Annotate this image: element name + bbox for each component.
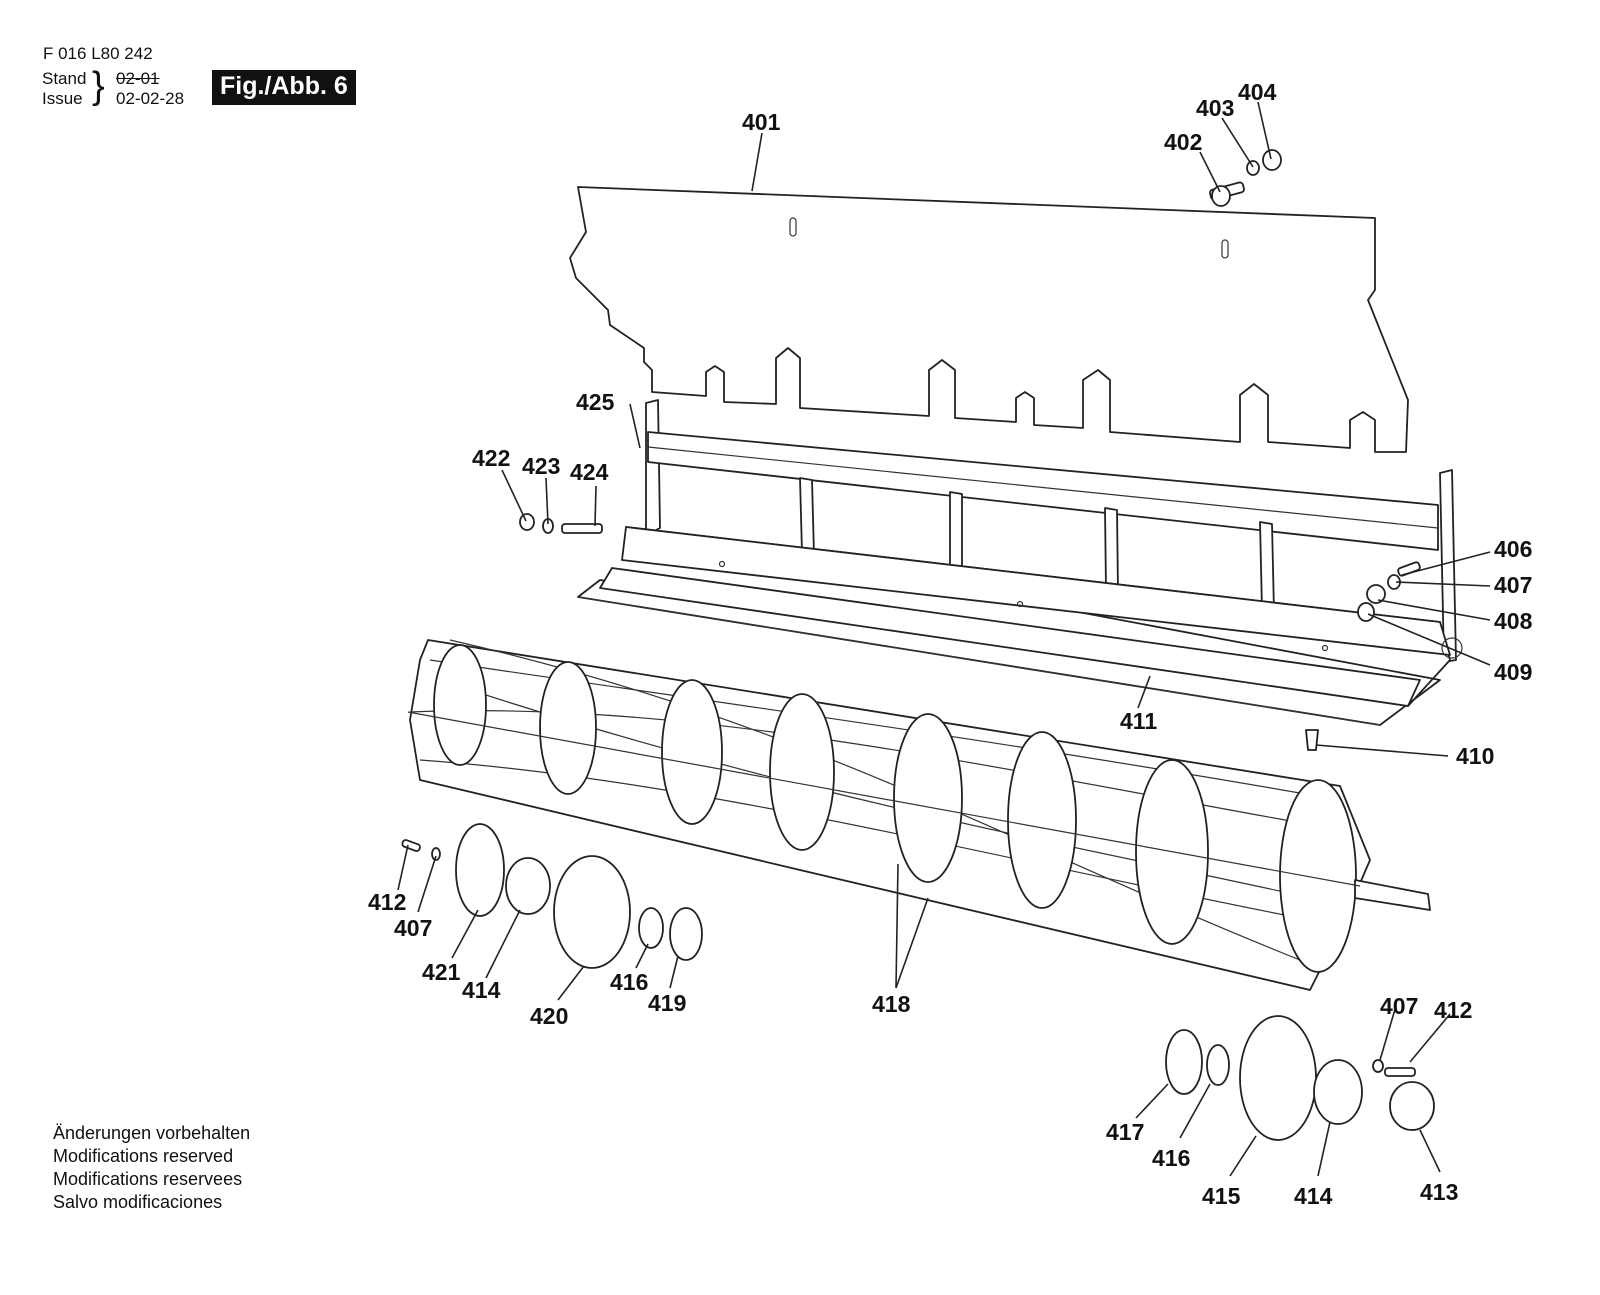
callout-412: 412 [368,889,406,915]
flange-421 [455,823,505,917]
callout-414: 414 [1294,1183,1333,1209]
callout-406: 406 [1494,536,1532,562]
callout-404: 404 [1238,79,1277,105]
housing-415 [1239,1015,1317,1141]
document-number: F 016 L80 242 [43,44,153,63]
callout-414: 414 [462,977,501,1003]
callout-420: 420 [530,1003,568,1029]
deflector-plate-401 [569,186,1409,453]
washer-403 [1246,160,1260,176]
cutter-frame-411 [577,399,1463,726]
callout-408: 408 [1494,608,1533,634]
callout-407: 407 [1380,993,1418,1019]
cutting-reel-418 [407,639,1431,991]
old-date: 02-01 [116,69,160,88]
spacer-413 [1389,1081,1435,1131]
callout-407: 407 [394,915,432,941]
callout-424: 424 [570,459,609,485]
callout-411: 411 [1120,708,1157,734]
washer-419 [669,907,703,961]
callout-416: 416 [610,969,648,995]
callout-412: 412 [1434,997,1472,1023]
brace-icon: } [92,65,105,107]
callout-417: 417 [1106,1119,1144,1145]
callout-425: 425 [576,389,615,415]
callout-422: 422 [472,445,510,471]
figure-label: Fig./Abb. 6 [212,70,356,105]
nut-404 [1262,149,1282,171]
note-line: Salvo modificaciones [53,1192,223,1212]
slot [1221,239,1229,259]
housing-420 [553,855,631,969]
bearing-414 [1313,1059,1363,1125]
leader-lines [397,101,1491,1177]
note-line: Modifications reservees [53,1169,243,1189]
callout-409: 409 [1494,659,1532,685]
issue-label: Issue [42,89,83,108]
callout-407: 407 [1494,572,1532,598]
callout-415: 415 [1202,1183,1241,1209]
callout-419: 419 [648,990,686,1016]
callout-416: 416 [1152,1145,1190,1171]
callout-418: 418 [872,991,911,1017]
callout-402: 402 [1164,129,1202,155]
bolt-406 [1397,561,1421,577]
bolt-402 [1209,181,1245,207]
callout-401: 401 [742,109,781,135]
washer-407 [1372,1059,1384,1073]
issue-date: 02-02-28 [116,89,185,108]
note-line: Modifications reserved [53,1146,234,1166]
washer-417 [1165,1029,1203,1095]
bearing-414 [505,857,551,915]
slot [789,217,797,237]
callout-421: 421 [422,959,461,985]
washer-416 [1206,1044,1230,1086]
screw-410 [1305,729,1319,751]
modification-notes: Änderungen vorbehalten Modifications res… [53,1122,250,1214]
washer-416 [638,907,664,949]
nut-409 [1357,602,1375,622]
washer-407 [431,847,441,861]
nut-422 [519,513,535,531]
bolt-424 [561,523,603,534]
stand-label: Stand [42,69,87,88]
callout-410: 410 [1456,743,1494,769]
washer-408 [1366,584,1386,604]
callout-413: 413 [1420,1179,1458,1205]
note-line: Änderungen vorbehalten [53,1123,251,1143]
callout-403: 403 [1196,95,1234,121]
screw-412 [1384,1067,1416,1077]
screw-412 [401,839,421,852]
callout-423: 423 [522,453,560,479]
